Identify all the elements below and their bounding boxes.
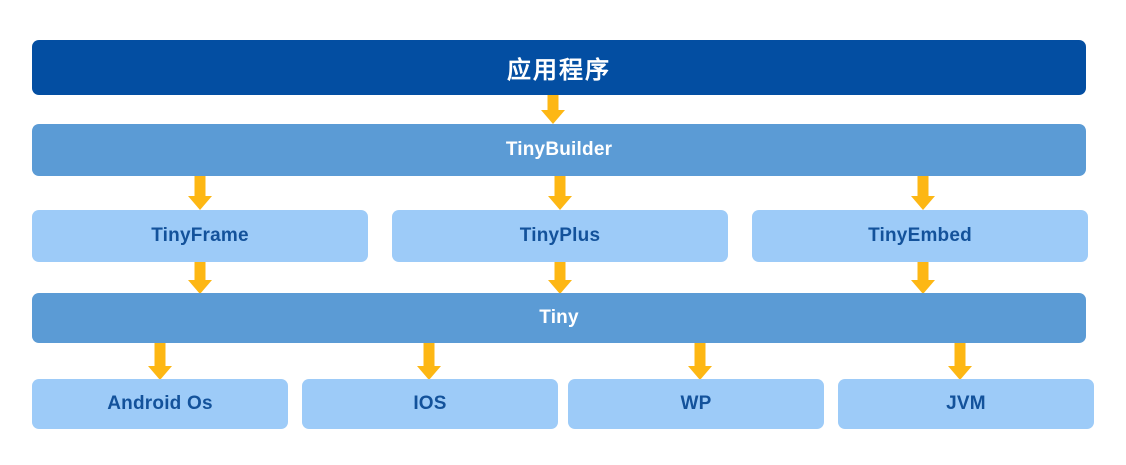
node-jvm[interactable]: JVM [838,379,1094,429]
arrow-tinyframe-to-tiny [186,262,214,294]
arrow-tinybuilder-to-tinyplus [546,176,574,210]
arrow-tinybuilder-to-tinyframe [186,176,214,210]
node-tinybuilder[interactable]: TinyBuilder [32,124,1086,176]
arrow-application-to-tinybuilder [539,95,567,124]
arrow-tinyembed-to-tiny [909,262,937,294]
arrow-tinyplus-to-tiny [546,262,574,294]
node-tinyplus[interactable]: TinyPlus [392,210,728,262]
arrow-tiny-to-jvm [946,343,974,380]
arrow-tiny-to-ios [415,343,443,380]
arrow-tiny-to-android-os [146,343,174,380]
node-tinyembed[interactable]: TinyEmbed [752,210,1088,262]
node-tiny[interactable]: Tiny [32,293,1086,343]
node-ios[interactable]: IOS [302,379,558,429]
node-wp[interactable]: WP [568,379,824,429]
node-tinyframe[interactable]: TinyFrame [32,210,368,262]
node-android-os[interactable]: Android Os [32,379,288,429]
node-application[interactable]: 应用程序 [32,40,1086,95]
arrow-tiny-to-wp [686,343,714,380]
arrow-tinybuilder-to-tinyembed [909,176,937,210]
